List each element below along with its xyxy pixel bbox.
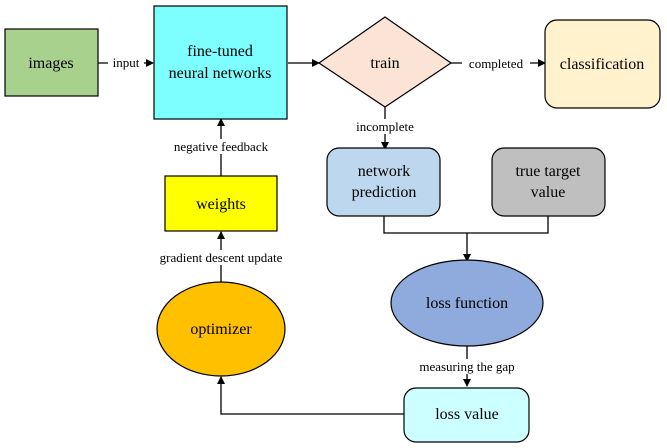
node-label: optimizer — [190, 321, 252, 338]
node-train: train — [317, 16, 453, 108]
edge-label-negative-feedback: negative feedback — [174, 139, 269, 154]
node-label: classification — [560, 56, 644, 73]
node-label: loss function — [426, 295, 508, 312]
node-network-prediction: network prediction — [326, 147, 441, 217]
node-loss-value: loss value — [403, 387, 530, 443]
node-label-line-2: value — [531, 184, 566, 201]
edge-label-incomplete: incomplete — [356, 119, 414, 134]
edge-value-to-optimizer — [217, 376, 404, 415]
edge-negative-feedback: negative feedback — [160, 118, 282, 176]
node-optimizer: optimizer — [156, 281, 286, 377]
node-label-line-1: network — [358, 163, 410, 180]
edge-label-input: input — [113, 55, 140, 70]
node-classification: classification — [544, 19, 661, 109]
edge-label-completed: completed — [469, 56, 524, 71]
edge-merge-to-loss — [383, 216, 549, 262]
edge-label-gradient-descent: gradient descent update — [160, 250, 283, 265]
edge-gradient-descent: gradient descent update — [144, 231, 298, 283]
node-label: images — [28, 55, 73, 72]
node-label: train — [370, 55, 399, 72]
node-fine-tuned-neural-networks: fine-tuned neural networks — [153, 5, 288, 120]
edge-label-measuring-gap: measuring the gap — [419, 359, 514, 374]
edge-line — [383, 216, 549, 234]
node-label-line-1: fine-tuned — [187, 43, 253, 60]
node-images: images — [4, 28, 99, 97]
node-label-line-2: prediction — [352, 184, 417, 201]
node-label-line-2: neural networks — [169, 65, 272, 82]
node-loss-function: loss function — [390, 259, 544, 347]
edge-completed: completed — [451, 55, 546, 71]
node-label: loss value — [435, 406, 499, 423]
node-weights: weights — [164, 175, 278, 232]
node-label: weights — [196, 196, 246, 213]
edge-incomplete: incomplete — [348, 107, 422, 150]
edge-measuring-gap: measuring the gap — [404, 346, 530, 387]
node-label-line-1: true target — [515, 163, 581, 180]
node-true-target-value: true target value — [491, 147, 606, 217]
edge-line — [217, 376, 404, 415]
edge-input: input — [98, 55, 154, 70]
